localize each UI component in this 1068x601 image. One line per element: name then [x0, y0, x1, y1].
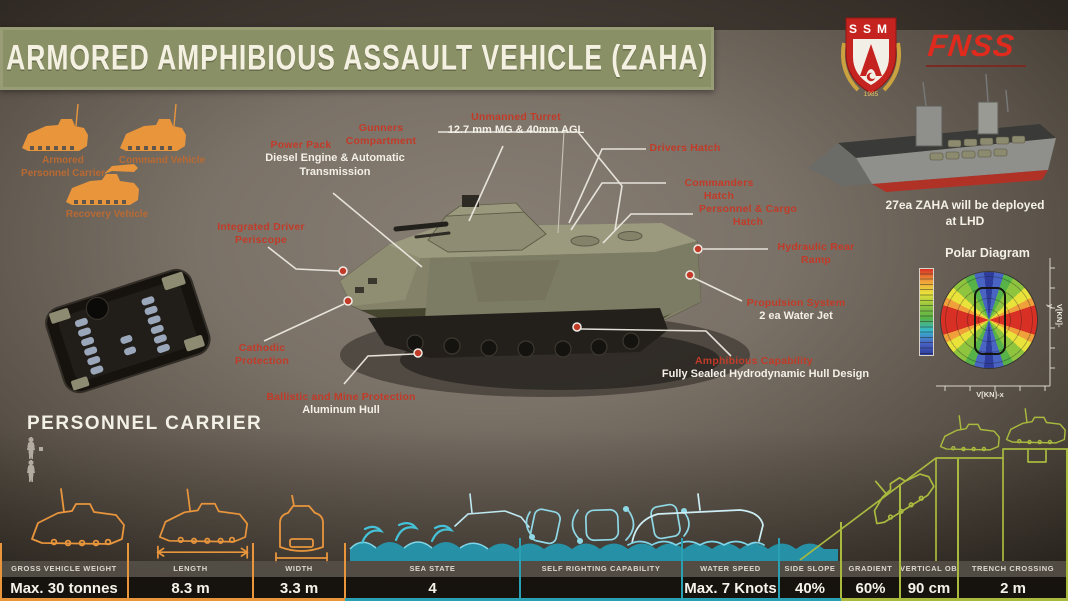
spec-label: TRENCH CROSSING [971, 564, 1055, 573]
callout-ballistic-protection: Ballistic and Mine Protection [266, 391, 416, 403]
spec-label: VERTICAL OBSTACLE [900, 564, 958, 573]
polar-vehicle-outline [974, 287, 1006, 355]
spec-value: Max. 30 tonnes [10, 580, 118, 597]
callout-unmanned-turret-sub: 12.7 mm MG & 40mm AGL [447, 124, 585, 136]
divider [778, 538, 780, 601]
spec-value: 60% [855, 580, 886, 597]
variant-label-recovery: Recovery Vehicle [65, 209, 149, 220]
callout-integrated-periscope: Integrated Driver Periscope [217, 221, 305, 247]
callout-amphibious-capability: Amphibious Capability [695, 355, 813, 367]
variant-label-command: Command Vehicle [118, 155, 206, 166]
spec-label: WATER SPEED [700, 564, 761, 573]
fnss-logo-underline [925, 65, 1027, 67]
divider [1066, 449, 1068, 601]
callout-unmanned-turret: Unmanned Turret [471, 111, 561, 123]
spec-label: GRADIENT [848, 564, 893, 573]
spec-length: LENGTH 8.3 m [128, 561, 253, 601]
divider [681, 538, 683, 601]
callout-propulsion-system: Propulsion System [746, 297, 846, 309]
personnel-carrier-title: PERSONNEL CARRIER [27, 413, 263, 434]
divider [957, 459, 959, 601]
spec-label: SIDE SLOPE [784, 564, 836, 573]
spec-value: 40% [794, 580, 826, 597]
spec-vertical-obstacle: VERTICAL OBSTACLE 90 cm [900, 561, 958, 601]
title-banner: ARMORED AMPHIBIOUS ASSAULT VEHICLE (ZAHA… [0, 27, 714, 90]
spec-gross-vehicle-weight: GROSS VEHICLE WEIGHT Max. 30 tonnes [0, 561, 128, 601]
callout-personnel-cargo-hatch: Personnel & Cargo Hatch [699, 203, 797, 229]
spec-trench-crossing: TRENCH CROSSING 2 m [958, 561, 1068, 601]
spec-side-slope: SIDE SLOPE 40% [779, 561, 841, 601]
spec-header-band [0, 561, 1068, 577]
divider [840, 522, 842, 601]
personnel-carrier-cutaway [45, 268, 211, 394]
polar-colorbar [919, 268, 934, 356]
deployment-note: 27ea ZAHA will be deployed at LHD [880, 198, 1050, 229]
spec-label: WIDTH [285, 564, 313, 573]
callout-power-pack: Power Pack [270, 139, 332, 151]
separator-dot [39, 447, 43, 451]
divider [519, 538, 521, 601]
spec-width: WIDTH 3.3 m [253, 561, 345, 601]
divider [252, 543, 254, 601]
spec-gradient: GRADIENT 60% [841, 561, 900, 601]
fnss-logo-text: FNSS [926, 28, 1017, 63]
spec-self-righting: SELF RIGHTING CAPABILITY [520, 561, 682, 601]
divider [344, 543, 346, 601]
command-variant-icon [120, 103, 186, 151]
spec-label: LENGTH [173, 564, 208, 573]
top-shadow-band [0, 0, 1068, 30]
spec-value-band [0, 577, 1068, 601]
deployment-line1: 27ea ZAHA will be deployed [885, 198, 1045, 212]
callout-power-pack-sub: Diesel Engine & Automatic Transmission [265, 152, 405, 178]
spec-value: Max. 7 Knots [684, 580, 777, 597]
callout-gunners-compartment: Gunners Compartment [345, 122, 417, 148]
spec-value: 8.3 m [171, 580, 210, 597]
callout-commanders-hatch: Commanders Hatch [684, 177, 754, 203]
polar-diagram-title: Polar Diagram [945, 246, 1030, 260]
troop-icons-row1 [26, 437, 47, 459]
bottom-strip [0, 598, 345, 601]
callout-propulsion-sub: 2 ea Water Jet [759, 310, 833, 322]
bottom-strip [841, 598, 1068, 601]
divider [899, 484, 901, 601]
spec-water-speed: WATER SPEED Max. 7 Knots [682, 561, 779, 601]
divider [0, 543, 2, 601]
polar-y-axis-label: V[KN]-y [1046, 304, 1064, 328]
callout-hydraulic-rear-ramp: Hydraulic Rear Ramp [777, 241, 855, 267]
spec-sea-state: SEA STATE 4 [345, 561, 520, 601]
spec-value: 4 [428, 580, 437, 597]
ssm-logo: SSM 1985 [836, 13, 906, 99]
ssm-logo-text: SSM [849, 22, 893, 36]
spec-value: 2 m [1000, 580, 1026, 597]
callout-ballistic-sub: Aluminum Hull [302, 404, 380, 416]
ssm-logo-year: 1985 [864, 91, 879, 98]
bottom-strip [345, 598, 841, 601]
deployment-line2: at LHD [945, 213, 985, 228]
callout-drivers-hatch: Drivers Hatch [649, 142, 721, 154]
callout-dots [338, 244, 703, 358]
page-title: ARMORED AMPHIBIOUS ASSAULT VEHICLE (ZAHA… [5, 38, 709, 78]
callout-amphibious-sub: Fully Sealed Hydrodynamic Hull Design [661, 368, 870, 380]
callout-cathodic-protection: Cathodic Protection [235, 342, 289, 368]
polar-x-axis-label: V[KN]-x [976, 390, 1004, 399]
variant-label-apc: Armored Personnel Carrier [21, 155, 105, 179]
spec-label: SEA STATE [409, 564, 456, 573]
divider [127, 543, 129, 601]
spec-label: SELF RIGHTING CAPABILITY [541, 564, 661, 573]
spec-label: GROSS VEHICLE WEIGHT [11, 564, 117, 573]
spec-value: 3.3 m [279, 580, 319, 597]
fnss-logo: FNSS [925, 28, 1030, 67]
spec-value: 90 cm [907, 580, 951, 597]
apc-variant-icon [22, 103, 88, 151]
